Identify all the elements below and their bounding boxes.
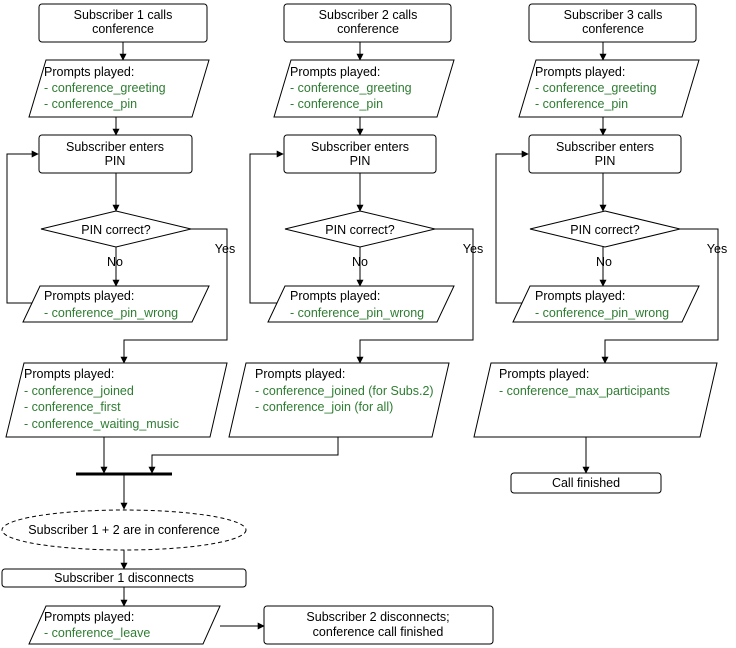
s3-enter-pin-box: [528, 134, 682, 174]
s2-initial-prompts-title: Prompts played:: [290, 65, 380, 79]
edge-s3-yes: [601, 228, 719, 364]
s3-initial-prompts-box: [518, 59, 700, 118]
s3-yes-label: Yes: [707, 242, 727, 256]
s2-joined-title: Prompts played:: [255, 367, 345, 381]
s2-disconnects-box: [263, 605, 494, 645]
s1-prompt-greeting: - conference_greeting: [44, 81, 166, 95]
s1-enter-pin-box: [38, 134, 193, 174]
s3-start-line1: Subscriber 3 calls: [564, 8, 663, 22]
s2-yes-label: Yes: [463, 242, 483, 256]
s2-disconnects-line1: Subscriber 2 disconnects;: [306, 610, 449, 624]
s2-enter-pin-box: [283, 134, 437, 174]
s1-joined-title: Prompts played:: [24, 367, 114, 381]
s1-initial-prompts-title: Prompts played:: [44, 65, 134, 79]
connectors: [6, 42, 719, 630]
s3-call-finished-box: [510, 472, 662, 494]
s2-pin-decision-label: PIN correct?: [325, 223, 395, 237]
s3-full-prompts-box: [473, 362, 718, 438]
s3-prompt-pin: - conference_pin: [535, 97, 628, 111]
leave-prompts-title: Prompts played:: [44, 610, 134, 624]
s3-enter-pin-line1: Subscriber enters: [556, 140, 654, 154]
s2-enter-pin-line2: PIN: [350, 154, 371, 168]
s1-disconnects-box: [1, 568, 247, 588]
s1-wrong-pin-box: [22, 285, 210, 323]
s2-no-label: No: [352, 255, 368, 269]
leave-prompts-box: [28, 605, 221, 645]
s1-start-line2: conference: [92, 22, 154, 36]
s2-wrong-pin-box: [267, 285, 455, 323]
s1-prompt-waiting-music: - conference_waiting_music: [24, 417, 179, 431]
edge-s2-retry-loop: [249, 150, 285, 304]
s1-joined-prompts-box: [5, 362, 228, 438]
s3-start-box: [528, 3, 697, 43]
edge-s1-retry-loop: [6, 150, 40, 304]
s1-wrong-pin-title: Prompts played:: [44, 289, 134, 303]
s1-disconnects-label: Subscriber 1 disconnects: [54, 571, 194, 585]
s3-wrong-pin-title: Prompts played:: [535, 289, 625, 303]
s2-start-box: [283, 3, 452, 43]
s1-start-line1: Subscriber 1 calls: [74, 8, 173, 22]
s1-prompt-joined: - conference_joined: [24, 384, 134, 398]
s2-disconnects-line2: conference call finished: [313, 625, 444, 639]
s3-prompt-max-participants: - conference_max_participants: [499, 384, 670, 398]
s3-pin-decision: [529, 210, 681, 248]
s3-pin-decision-label: PIN correct?: [570, 223, 640, 237]
s1-prompt-pin: - conference_pin: [44, 97, 137, 111]
edge-s2-yes: [356, 228, 474, 364]
s2-wrong-pin-title: Prompts played:: [290, 289, 380, 303]
s3-full-title: Prompts played:: [499, 367, 589, 381]
s1-wrong-pin-prompt: - conference_pin_wrong: [44, 306, 178, 320]
s2-prompt-pin: - conference_pin: [290, 97, 383, 111]
s3-initial-prompts-title: Prompts played:: [535, 65, 625, 79]
s3-prompt-greeting: - conference_greeting: [535, 81, 657, 95]
s3-wrong-pin-box: [512, 285, 700, 323]
s1-no-label: No: [107, 255, 123, 269]
in-conference-state: [1, 509, 247, 551]
s1-prompt-first: - conference_first: [24, 400, 121, 414]
s2-prompt-greeting: - conference_greeting: [290, 81, 412, 95]
s1-enter-pin-line1: Subscriber enters: [66, 140, 164, 154]
s2-wrong-pin-prompt: - conference_pin_wrong: [290, 306, 424, 320]
in-conference-label: Subscriber 1 + 2 are in conference: [28, 523, 219, 537]
s3-call-finished: Call finished: [552, 476, 620, 490]
s1-yes-label: Yes: [215, 242, 235, 256]
s1-start-box: [38, 3, 208, 43]
s1-pin-decision: [40, 210, 192, 248]
s2-start-line2: conference: [337, 22, 399, 36]
leave-prompt: - conference_leave: [44, 626, 150, 640]
s3-enter-pin-line2: PIN: [595, 154, 616, 168]
s2-prompt-joined: - conference_joined (for Subs.2): [255, 384, 434, 398]
s3-no-label: No: [596, 255, 612, 269]
s1-enter-pin-line2: PIN: [105, 154, 126, 168]
s2-initial-prompts-box: [273, 59, 455, 118]
s2-joined-prompts-box: [228, 362, 450, 438]
s3-wrong-pin-prompt: - conference_pin_wrong: [535, 306, 669, 320]
s1-initial-prompts-box: [28, 59, 210, 118]
s2-pin-decision: [284, 210, 436, 248]
edge-s2-joined-to-bar: [148, 437, 339, 474]
edge-s3-retry-loop: [495, 150, 530, 304]
edge-s1-yes: [120, 228, 228, 364]
s2-start-line1: Subscriber 2 calls: [319, 8, 418, 22]
s3-start-line2: conference: [582, 22, 644, 36]
s1-pin-decision-label: PIN correct?: [81, 223, 151, 237]
s2-prompt-join-all: - conference_join (for all): [255, 400, 393, 414]
s2-enter-pin-line1: Subscriber enters: [311, 140, 409, 154]
